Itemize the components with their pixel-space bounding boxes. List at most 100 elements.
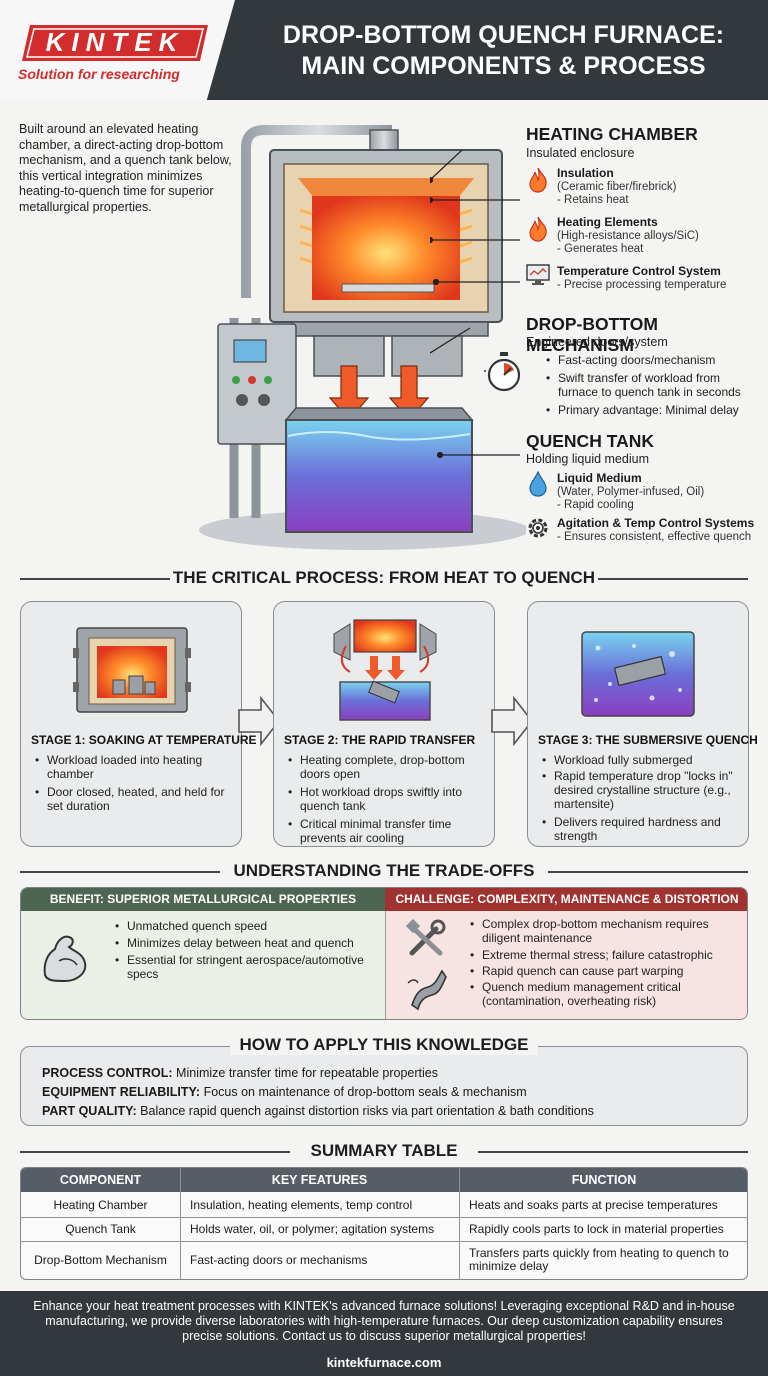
footer-text: Enhance your heat treatment processes wi… bbox=[33, 1299, 735, 1343]
divider bbox=[548, 871, 748, 873]
quench-tank-title: QUENCH TANK bbox=[526, 431, 655, 451]
footer: Enhance your heat treatment processes wi… bbox=[0, 1291, 768, 1376]
arrow-right-icon bbox=[491, 696, 534, 746]
table-cell: Drop-Bottom Mechanism bbox=[34, 1253, 167, 1267]
heating-chamber-title: HEATING CHAMBER bbox=[526, 124, 698, 144]
soaking-furnace-icon bbox=[73, 627, 191, 713]
benefit-bullet: Unmatched quench speed bbox=[115, 919, 375, 933]
apply-label: EQUIPMENT RELIABILITY: bbox=[42, 1085, 201, 1099]
feature-heating-elements-line1: (High-resistance alloys/SiC) bbox=[557, 230, 699, 242]
table-cell: Insulation, heating elements, temp contr… bbox=[190, 1198, 413, 1212]
apply-label: PART QUALITY: bbox=[42, 1104, 137, 1118]
challenge-bullet: Extreme thermal stress; failure catastro… bbox=[470, 948, 740, 962]
challenge-bullet: Quench medium management critical (conta… bbox=[470, 980, 740, 1008]
leader-lines bbox=[430, 150, 520, 459]
stage-2-card: STAGE 2: THE RAPID TRANSFER Heating comp… bbox=[273, 601, 495, 847]
brand-tagline: Solution for researching bbox=[18, 66, 180, 82]
apply-panel: PROCESS CONTROL: Minimize transfer time … bbox=[20, 1046, 748, 1126]
monitor-icon bbox=[526, 264, 550, 285]
footer-url-link[interactable]: kintekfurnace.com bbox=[326, 1355, 442, 1370]
table-cell: Fast-acting doors or mechanisms bbox=[190, 1253, 368, 1267]
quench-tank-subtitle: Holding liquid medium bbox=[526, 452, 649, 466]
stage-1-bullet: Workload loaded into heating chamber bbox=[35, 753, 235, 781]
benefit-bullet: Essential for stringent aerospace/automo… bbox=[115, 953, 375, 981]
summary-title: SUMMARY TABLE bbox=[310, 1141, 458, 1160]
benefit-body: Unmatched quench speed Minimizes delay b… bbox=[21, 911, 385, 1019]
feature-liquid-medium-line1: (Water, Polymer-infused, Oil) bbox=[557, 486, 705, 498]
challenge-body: Complex drop-bottom mechanism requires d… bbox=[385, 911, 747, 1019]
brand-logo[interactable]: KINTEK bbox=[22, 25, 208, 61]
arrow-right-icon bbox=[238, 696, 281, 746]
process-title: THE CRITICAL PROCESS: FROM HEAT TO QUENC… bbox=[172, 568, 596, 587]
feature-agitation-line1: - Ensures consistent, effective quench bbox=[557, 531, 752, 543]
tradeoffs-title: UNDERSTANDING THE TRADE-OFFS bbox=[233, 861, 535, 880]
table-cell: Heating Chamber bbox=[53, 1198, 148, 1212]
tradeoffs-panel: BENEFIT: SUPERIOR METALLURGICAL PROPERTI… bbox=[20, 887, 748, 1020]
page-title-line1: DROP-BOTTOM QUENCH FURNACE: bbox=[282, 21, 725, 49]
summary-table: COMPONENT KEY FEATURES FUNCTION Heating … bbox=[20, 1167, 748, 1280]
stage-3-title: STAGE 3: THE SUBMERSIVE QUENCH bbox=[538, 733, 758, 747]
stage-2-bullet: Critical minimal transfer time prevents … bbox=[288, 817, 488, 845]
gear-icon bbox=[528, 518, 548, 538]
feature-liquid-medium-title: Liquid Medium bbox=[557, 471, 642, 485]
divider bbox=[20, 871, 220, 873]
apply-label: PROCESS CONTROL: bbox=[42, 1066, 173, 1080]
flame-icon bbox=[529, 216, 547, 242]
table-header-component: COMPONENT bbox=[21, 1168, 180, 1192]
stage-3-bullet: Delivers required hardness and strength bbox=[542, 815, 744, 843]
stage-2-title: STAGE 2: THE RAPID TRANSFER bbox=[284, 733, 476, 747]
benefit-title: BENEFIT: SUPERIOR METALLURGICAL PROPERTI… bbox=[21, 888, 385, 911]
stage-2-bullet: Hot workload drops swiftly into quench t… bbox=[288, 785, 488, 813]
flame-icon bbox=[529, 167, 547, 193]
apply-text: Balance rapid quench against distortion … bbox=[140, 1104, 594, 1118]
stage-1-title: STAGE 1: SOAKING AT TEMPERATURE bbox=[31, 733, 257, 747]
heating-chamber-subtitle: Insulated enclosure bbox=[526, 146, 635, 160]
feature-heating-elements-line2: - Generates heat bbox=[557, 243, 644, 255]
table-header-key-features: KEY FEATURES bbox=[180, 1168, 459, 1192]
divider bbox=[20, 1151, 290, 1153]
table-cell: Rapidly cools parts to lock in material … bbox=[469, 1222, 724, 1236]
feature-agitation-title: Agitation & Temp Control Systems bbox=[557, 516, 755, 530]
logo-badge bbox=[22, 25, 208, 61]
apply-title: HOW TO APPLY THIS KNOWLEDGE bbox=[230, 1035, 538, 1055]
header: KINTEK Solution for researching DROP-BOT… bbox=[0, 0, 768, 100]
table-divider bbox=[180, 1168, 181, 1279]
drop-bottom-bullet: Swift transfer of workload from furnace … bbox=[546, 371, 756, 399]
table-divider bbox=[459, 1168, 460, 1279]
warped-part-icon bbox=[407, 969, 447, 1011]
apply-row-part-quality: PART QUALITY: Balance rapid quench again… bbox=[42, 1104, 594, 1118]
stage-1-card: STAGE 1: SOAKING AT TEMPERATURE Workload… bbox=[20, 601, 257, 847]
divider bbox=[20, 578, 170, 580]
apply-text: Minimize transfer time for repeatable pr… bbox=[176, 1066, 438, 1080]
furnace-illustration bbox=[199, 125, 526, 550]
feature-insulation-line1: (Ceramic fiber/firebrick) bbox=[557, 181, 677, 193]
muscle-arm-icon bbox=[43, 935, 87, 983]
stage-3-bullet: Rapid temperature drop "locks in" desire… bbox=[542, 769, 744, 811]
rapid-transfer-icon bbox=[333, 619, 437, 721]
apply-row-process-control: PROCESS CONTROL: Minimize transfer time … bbox=[42, 1066, 438, 1080]
challenge-bullet: Complex drop-bottom mechanism requires d… bbox=[470, 917, 740, 945]
challenge-bullet: Rapid quench can cause part warping bbox=[470, 964, 740, 978]
table-header-function: FUNCTION bbox=[459, 1168, 747, 1192]
divider bbox=[598, 578, 748, 580]
logo-text: KINTEK bbox=[45, 27, 185, 57]
table-cell: Heats and soaks parts at precise tempera… bbox=[469, 1198, 718, 1212]
table-divider bbox=[21, 1241, 747, 1242]
drop-bottom-bullet: Fast-acting doors/mechanism bbox=[546, 353, 756, 367]
droplet-icon bbox=[529, 471, 547, 497]
feature-insulation-title: Insulation bbox=[557, 166, 614, 180]
stage-1-bullet: Door closed, heated, and held for set du… bbox=[35, 785, 235, 813]
feature-liquid-medium-line2: - Rapid cooling bbox=[557, 499, 634, 511]
drop-bottom-title: DROP-BOTTOM MECHANISM bbox=[526, 314, 658, 355]
apply-row-equipment-reliability: EQUIPMENT RELIABILITY: Focus on maintena… bbox=[42, 1085, 527, 1099]
stage-3-card: STAGE 3: THE SUBMERSIVE QUENCH Workload … bbox=[527, 601, 758, 847]
apply-text: Focus on maintenance of drop-bottom seal… bbox=[203, 1085, 527, 1099]
stopwatch-icon bbox=[484, 352, 521, 392]
submersive-quench-icon bbox=[581, 631, 695, 717]
challenge-title: CHALLENGE: COMPLEXITY, MAINTENANCE & DIS… bbox=[385, 888, 747, 911]
drop-bottom-bullet: Primary advantage: Minimal delay bbox=[546, 403, 756, 417]
tools-icon bbox=[406, 919, 446, 956]
feature-temp-control-line1: - Precise processing temperature bbox=[557, 279, 727, 291]
page-title-line2: MAIN COMPONENTS & PROCESS bbox=[301, 52, 706, 80]
feature-temp-control-title: Temperature Control System bbox=[557, 264, 721, 278]
